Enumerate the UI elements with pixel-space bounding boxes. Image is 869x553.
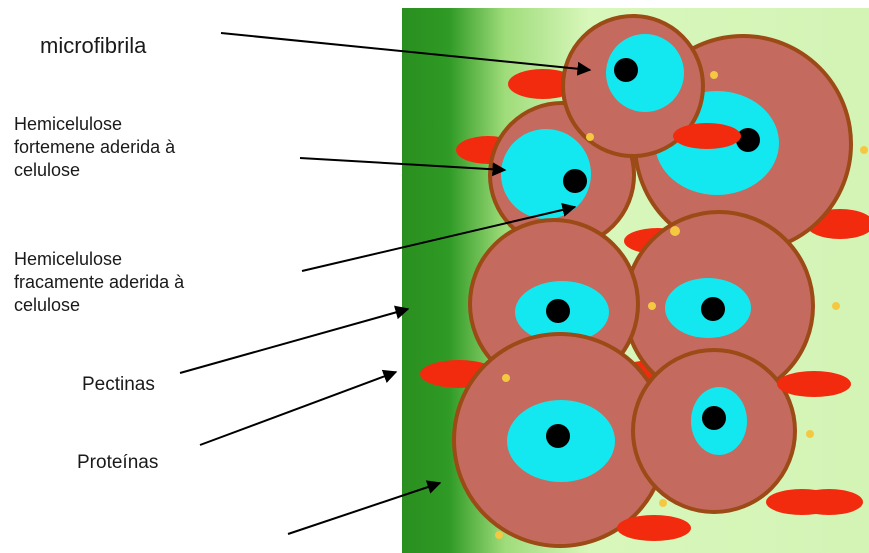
label-hemicellulose-strongly-bound: Hemicelulose fortemene aderida à celulos… <box>14 113 175 182</box>
label-hemicellulose-weakly-bound: Hemicelulose fracamente aderida à celulo… <box>14 248 184 317</box>
label-line: fracamente aderida à <box>14 271 184 294</box>
label-microfibril: microfibrila <box>40 32 146 60</box>
microfibril-group-bottom-right <box>633 350 795 512</box>
pectin-ellipse <box>673 123 741 149</box>
label-line: celulose <box>14 159 175 182</box>
protein-dot <box>710 71 718 79</box>
protein-dot <box>806 430 814 438</box>
protein-dot <box>495 531 503 539</box>
arrow-pointer-icon <box>200 372 396 445</box>
pectin-ellipse <box>766 489 838 515</box>
microfibril-core <box>546 424 570 448</box>
protein-dot <box>502 374 510 382</box>
protein-dot <box>648 302 656 310</box>
pectin-ellipse <box>617 515 691 541</box>
protein-dot <box>670 226 680 236</box>
protein-dot <box>832 302 840 310</box>
pectin-ellipse <box>777 371 851 397</box>
protein-dot <box>860 146 868 154</box>
protein-dot <box>586 133 594 141</box>
protein-dot <box>659 499 667 507</box>
microfibril-core <box>546 299 570 323</box>
microfibril-core <box>702 406 726 430</box>
label-line: fortemene aderida à <box>14 136 175 159</box>
microfibril-core <box>614 58 638 82</box>
microfibril-core <box>563 169 587 193</box>
label-pectins: Pectinas <box>82 373 155 397</box>
label-line: Hemicelulose <box>14 248 184 271</box>
label-proteins: Proteínas <box>77 451 158 475</box>
label-line: celulose <box>14 294 184 317</box>
microfibril-core <box>701 297 725 321</box>
label-line: Hemicelulose <box>14 113 175 136</box>
microfibril-core <box>736 128 760 152</box>
arrow-pointer-icon <box>180 309 408 373</box>
